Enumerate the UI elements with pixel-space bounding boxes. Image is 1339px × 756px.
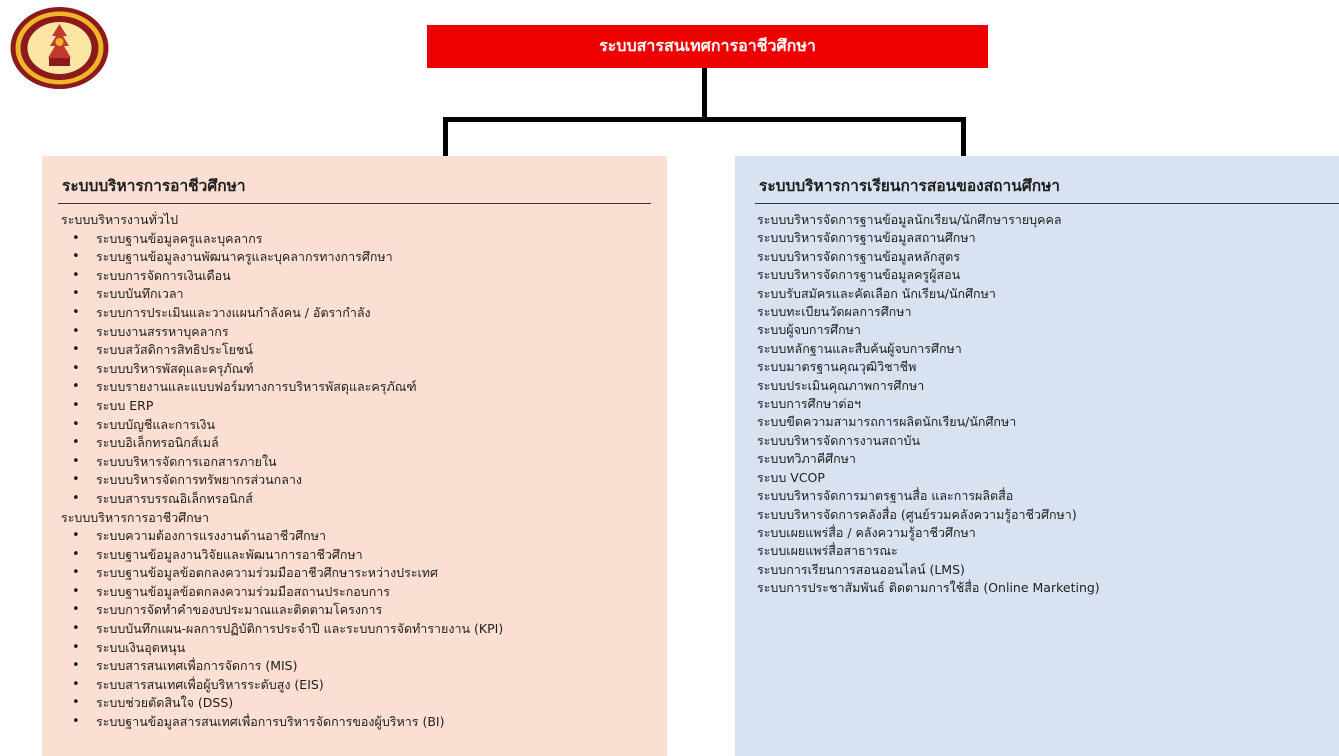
list-item: ระบบบริหารจัดการเอกสารภายใน (58, 453, 651, 472)
list-item: ระบบสารสนเทศเพื่อผู้บริหารระดับสูง (EIS) (58, 676, 651, 695)
list-item: ระบบสวัสดิการสิทธิประโยชน์ (58, 341, 651, 360)
list-item: ระบบรับสมัครและคัดเลือก นักเรียน/นักศึกษ… (757, 285, 996, 301)
list-item: ระบบมาตรฐานคุณวุฒิวิชาชีพ (757, 359, 917, 375)
connector-stem (702, 68, 707, 118)
list-item: ระบบการจัดการเงินเดือน (58, 267, 651, 286)
list-item: ระบบฐานข้อมูลสารสนเทศเพื่อการบริหารจัดกา… (58, 713, 651, 732)
connector-left-drop (443, 117, 448, 156)
list-item: ระบบ VCOP (757, 469, 825, 485)
list-item: ระบบบริหารจัดการทรัพยากรส่วนกลาง (58, 471, 651, 490)
list-item: ระบบเผยแพร่สื่อสาธารณะ (757, 543, 898, 559)
group-title-general-admin: ระบบบริหารงานทั่วไป (61, 212, 179, 227)
list-item: ระบบการประชาสัมพันธ์ ติดตามการใช้สื่อ (O… (757, 580, 1100, 596)
list-item: ระบบรายงานและแบบฟอร์มทางการบริหารพัสดุแล… (58, 378, 651, 397)
panel-heading: ระบบบริหารการอาชีวศึกษา (58, 173, 651, 204)
group-title-vocational-admin: ระบบบริหารการอาชีวศึกษา (61, 509, 210, 525)
vocational-administration-panel: ระบบบริหารการอาชีวศึกษา ระบบบริหารงานทั่… (42, 156, 667, 756)
list-item: ระบบบริหารพัสดุและครุภัณฑ์ (58, 360, 651, 379)
list-item: ระบบฐานข้อมูลข้อตกลงความร่วมมืออาชีวศึกษ… (58, 564, 651, 583)
list-item: ระบบงานสรรหาบุคลากร (58, 323, 651, 342)
list-item: ระบบทะเบียนวัดผลการศึกษา (757, 304, 912, 320)
connector-horizontal (443, 117, 966, 122)
vocational-admin-list: ระบบความต้องการแรงงานด้านอาชีวศึกษา ระบบ… (58, 527, 651, 732)
list-item: ระบบการเรียนการสอนออนไลน์ (LMS) (757, 561, 965, 577)
list-item: ระบบบริหารจัดการคลังสื่อ (ศูนย์รวมคลังคว… (757, 506, 1077, 522)
list-item: ระบบบันทึกเวลา (58, 285, 651, 304)
list-item: ระบบบริหารจัดการมาตรฐานสื่อ และการผลิตสื… (757, 488, 1014, 504)
list-item: ระบบหลักฐานและสืบค้นผู้จบการศึกษา (757, 340, 962, 356)
list-item: ระบบบันทึกแผน-ผลการปฏิบัติการประจำปี และ… (58, 620, 651, 639)
list-item: ระบบประเมินคุณภาพการศึกษา (757, 377, 925, 393)
school-teaching-admin-panel: ระบบบริหารการเรียนการสอนของสถานศึกษา ระบ… (735, 156, 1339, 756)
list-item: ระบบฐานข้อมูลงานวิจัยและพัฒนาการอาชีวศึก… (58, 546, 651, 565)
list-item: ระบบขีดความสามารถการผลิตนักเรียน/นักศึกษ… (757, 414, 1017, 430)
list-item: ระบบฐานข้อมูลครูและบุคลากร (58, 230, 651, 249)
list-item: ระบบบริหารจัดการฐานข้อมูลหลักสูตร (757, 248, 961, 264)
main-title: ระบบสารสนเทศการอาชีวศึกษา (427, 25, 988, 68)
list-item: ระบบการศึกษาต่อฯ (757, 396, 862, 412)
list-item: ระบบความต้องการแรงงานด้านอาชีวศึกษา (58, 527, 651, 546)
list-item: ระบบบริหารจัดการฐานข้อมูลนักเรียน/นักศึก… (757, 212, 1062, 227)
list-item: ระบบช่วยตัดสินใจ (DSS) (58, 694, 651, 713)
list-item: ระบบอิเล็กทรอนิกส์เมล์ (58, 434, 651, 453)
list-item: ระบบผู้จบการศึกษา (757, 322, 861, 338)
connector-right-drop (961, 117, 966, 156)
list-item: ระบบบริหารจัดการฐานข้อมูลครูผู้สอน (757, 267, 961, 283)
list-item: ระบบเงินอุดหนุน (58, 639, 651, 658)
list-item: ระบบบริหารจัดการฐานข้อมูลสถานศึกษา (757, 230, 976, 246)
list-item: ระบบ ERP (58, 397, 651, 416)
list-item: ระบบบริหารจัดการงานสถาบัน (757, 432, 921, 448)
list-item: ระบบการจัดทำคำของบประมาณและติดตามโครงการ (58, 601, 651, 620)
vocational-education-seal-icon (10, 7, 109, 89)
general-admin-list: ระบบฐานข้อมูลครูและบุคลากร ระบบฐานข้อมูล… (58, 230, 651, 509)
list-item: ระบบฐานข้อมูลข้อตกลงความร่วมมือสถานประกอ… (58, 583, 651, 602)
panel-heading: ระบบบริหารการเรียนการสอนของสถานศึกษา (755, 173, 1339, 204)
list-item: ระบบการประเมินและวางแผนกำลังคน / อัตรากำ… (58, 304, 651, 323)
list-item: ระบบสารบรรณอิเล็กทรอนิกส์ (58, 490, 651, 509)
list-item: ระบบสารสนเทศเพื่อการจัดการ (MIS) (58, 657, 651, 676)
list-item: ระบบเผยแพร่สื่อ / คลังความรู้อาชีวศึกษา (757, 524, 976, 540)
list-item: ระบบบัญชีและการเงิน (58, 416, 651, 435)
teaching-admin-list: ระบบบริหารจัดการฐานข้อมูลนักเรียน/นักศึก… (755, 211, 1339, 598)
list-item: ระบบฐานข้อมูลงานพัฒนาครูและบุคลากรทางการ… (58, 248, 651, 267)
list-item: ระบบทวิภาคีศึกษา (757, 451, 856, 467)
